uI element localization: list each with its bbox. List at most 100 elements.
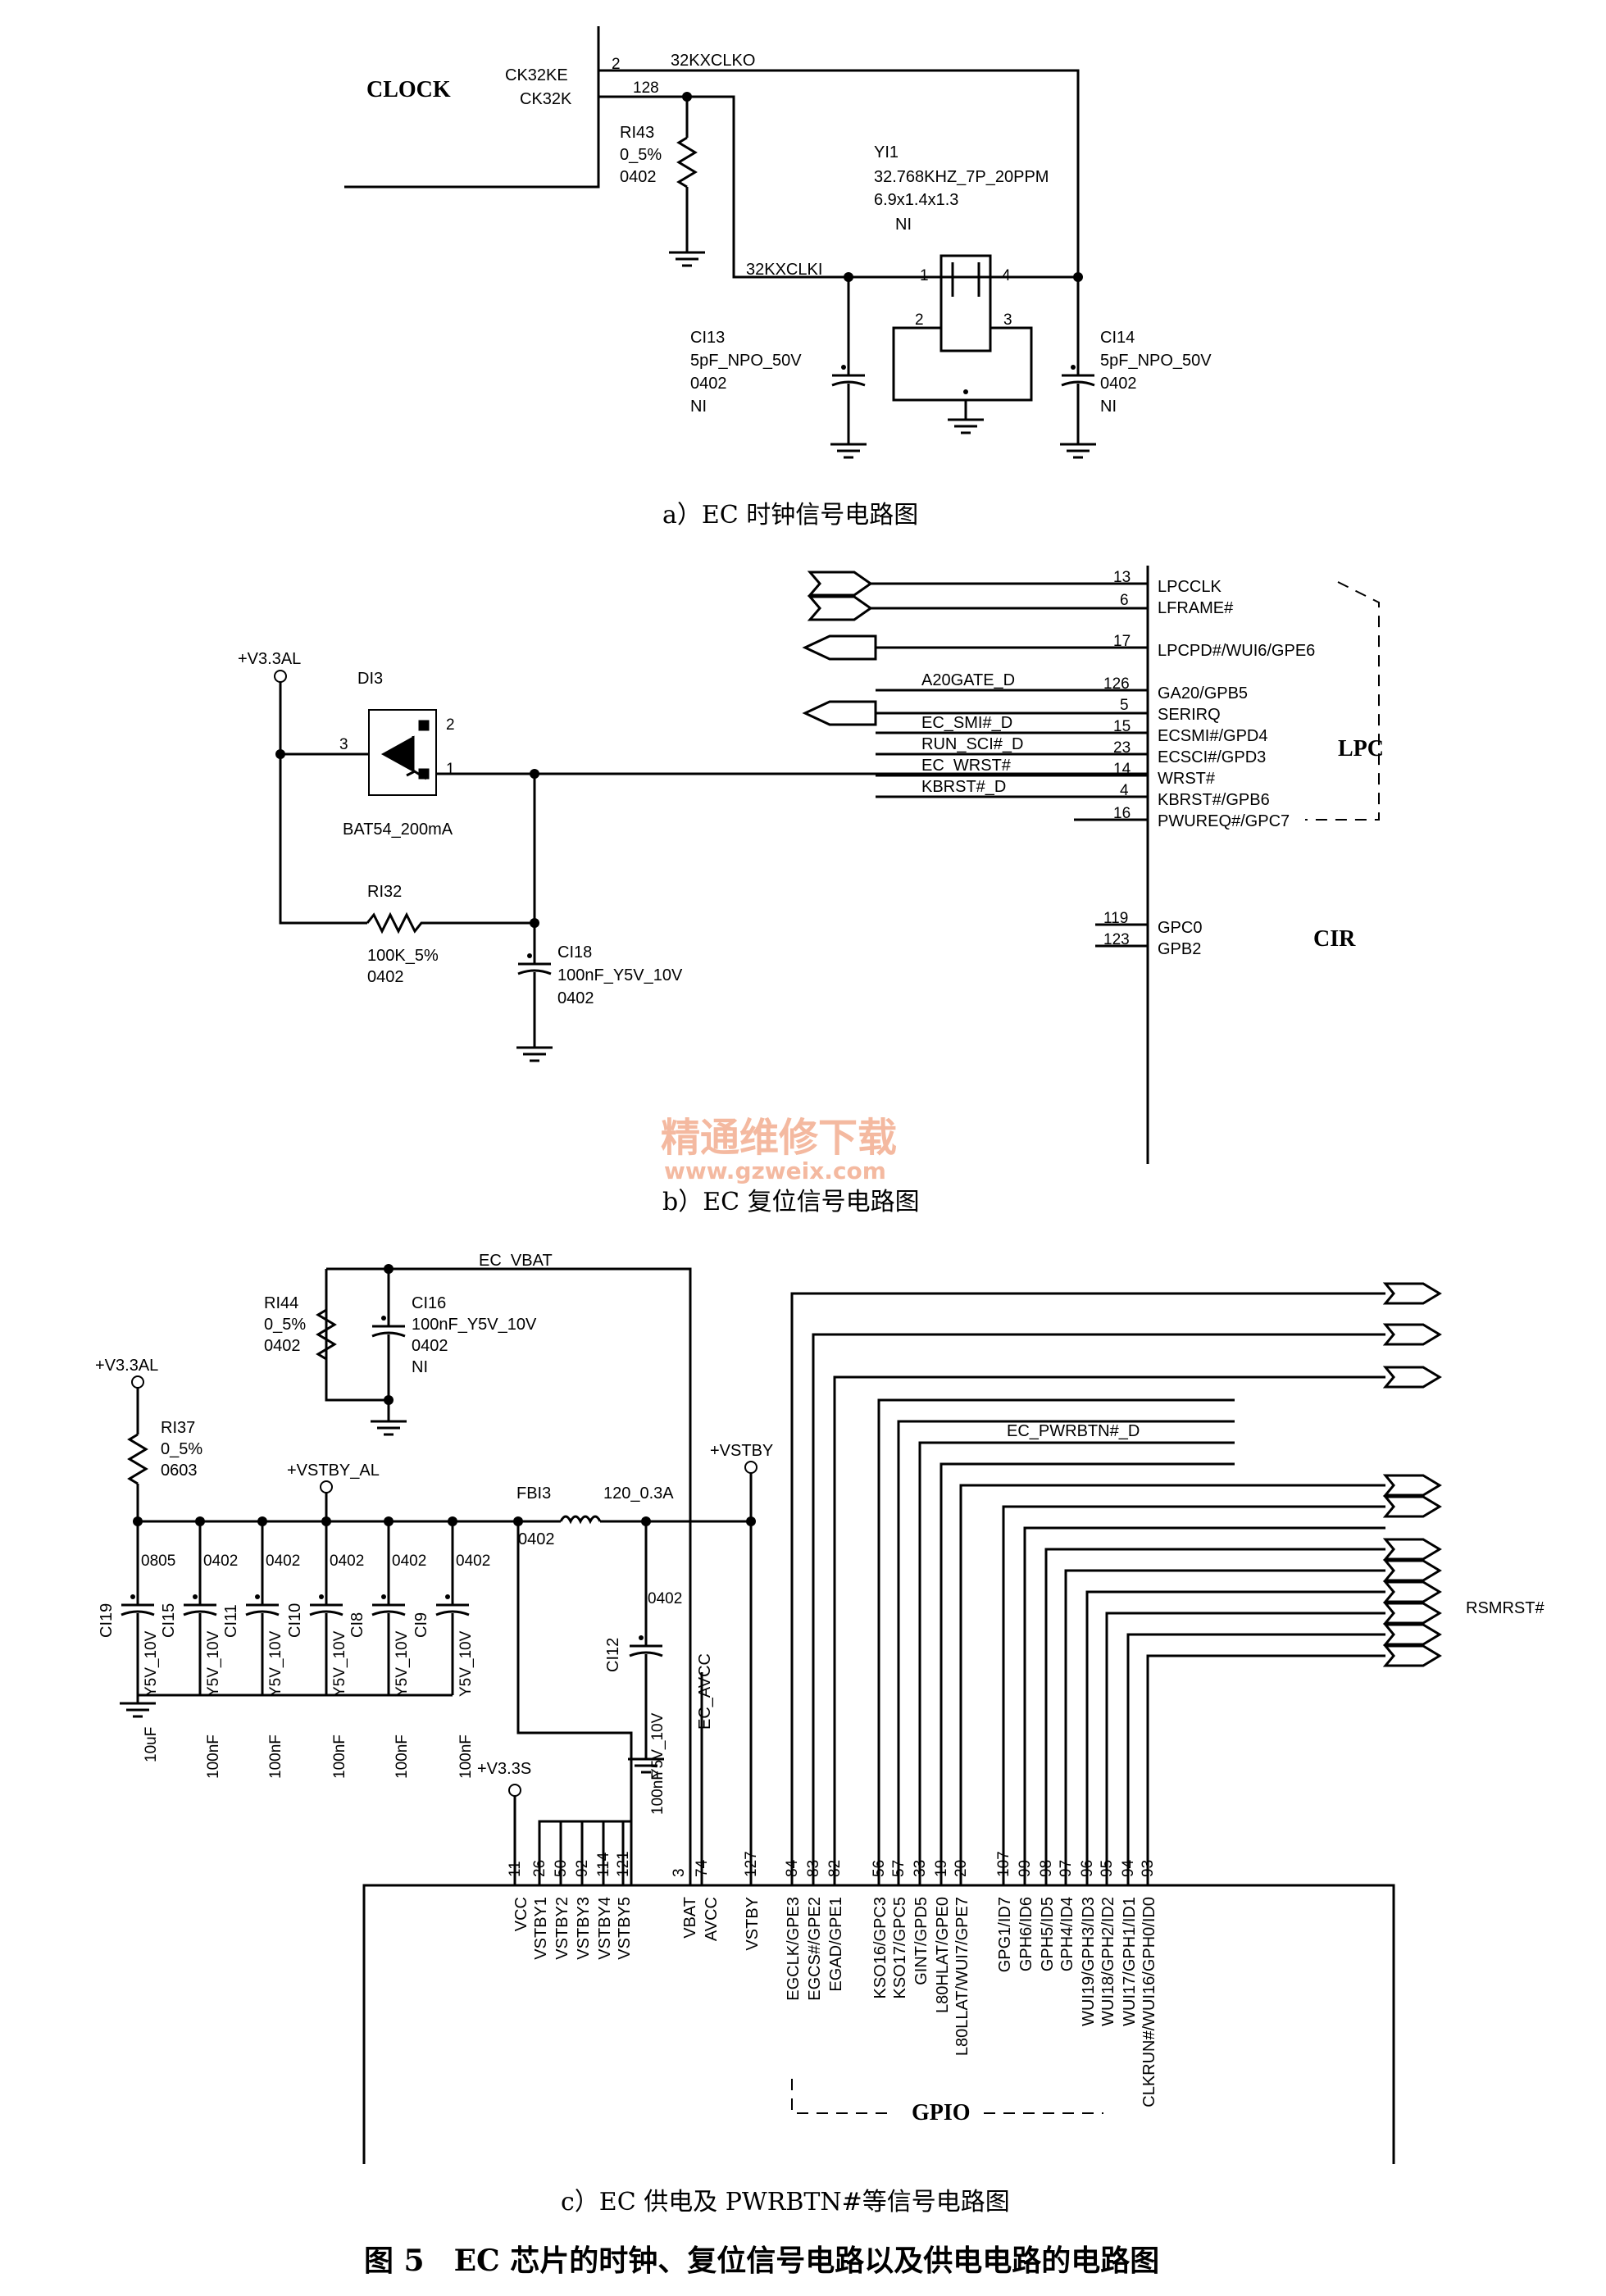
chip-a-outline [344,26,600,189]
ci13-ni: NI [690,398,707,416]
chip-pin-name: KSO17/GPC5 [891,1897,909,1999]
net-ec-smi: EC_SMI#_D [921,714,1012,732]
ri37-ref: RI37 [161,1419,195,1437]
cap-ref: CI9 [412,1612,430,1638]
cap-value: 100nF [457,1735,475,1779]
ci12-rating: Y5V_10V [649,1712,667,1779]
chip-pin-name: L80HLAT/GPE0 [934,1897,952,2013]
ground-ri43 [667,251,707,267]
cap-rating: Y5V_10V [394,1630,411,1697]
ci14-package: 0402 [1100,375,1137,393]
net-32kxclki: 32KXCLKI [746,261,822,279]
resistor-ri37 [128,1433,148,1485]
crystal-pin-2: 2 [915,311,924,329]
diode-di3-package [368,709,437,796]
lpc-pin-name: GA20/GPB5 [1158,684,1248,702]
cap-ref: CI8 [348,1612,366,1638]
ground-ci16 [369,1420,408,1436]
lpc-pin-name: ECSMI#/GPD4 [1158,727,1267,745]
vstby-al-terminal [320,1480,333,1494]
lpc-pin-name: SERIRQ [1158,706,1221,724]
resistor-ri32 [366,912,535,934]
chip-pin-name: VSTBY2 [553,1897,571,1960]
ri43-ref: RI43 [620,124,654,142]
chip-pin-num: 50 [553,1860,570,1877]
ri44-ref: RI44 [264,1294,298,1312]
cap-package: 0805 [141,1553,175,1570]
chip-pin-name: EGCS#/GPE2 [806,1897,824,2001]
cap-rating: Y5V_10V [457,1630,475,1697]
lpc-pin-name: LFRAME# [1158,599,1234,617]
net-32kxclko: 32KXCLKO [671,52,755,70]
chip-pin-name: VSTBY3 [575,1897,593,1960]
ri37-package: 0603 [161,1462,198,1480]
chip-pin-num: 83 [805,1860,822,1877]
ci14-value: 5pF_NPO_50V [1100,352,1212,370]
cap-package: 0402 [203,1553,238,1570]
ci13-ref: CI13 [690,329,725,347]
ec-chip-pin-names: VCC VSTBY1 VSTBY2 VSTBY3 VSTBY4 VSTBY5 V… [512,1897,1158,2107]
di3-ref: DI3 [357,670,383,688]
fbi3-package: 0402 [518,1530,555,1548]
pin-ck32k: CK32K [520,90,572,108]
chip-pin-name: L80LLAT/WUI7/GPE7 [953,1897,971,2056]
chip-pin-name: VSTBY4 [596,1897,614,1960]
section-c-power-circuit: EC_VBAT RI44 0_5% 0402 CI16 100nF_Y5V_10… [95,1252,1545,2216]
lpc-pin-name: WRST# [1158,770,1216,788]
yi1-ref: YI1 [874,143,899,161]
vcc-terminal-c [131,1375,144,1389]
net-ec-avcc: EC_AVCC [696,1653,714,1730]
net-a20gate: A20GATE_D [921,671,1015,689]
clock-label: CLOCK [366,77,451,102]
chip-pin-num: 99 [1017,1860,1034,1877]
cap-package: 0402 [456,1553,490,1570]
lpc-pin-num: 13 [1113,569,1131,586]
v33s-terminal [508,1784,521,1797]
watermark-url: www.gzweix.com [664,1157,886,1184]
lpc-pin-num: 6 [1120,592,1129,609]
chip-pin-name: VBAT [681,1897,699,1939]
lpc-pin-name: KBRST#/GPB6 [1158,791,1270,809]
ci14-ni: NI [1100,398,1117,416]
vcc-terminal-b [274,670,287,683]
chip-pin-num: 26 [531,1860,548,1877]
vcc-label-b: +V3.3AL [238,650,301,668]
crystal-pin-1: 1 [920,267,929,284]
di3-pin-2: 2 [446,716,455,734]
cap-value: 10uF [143,1727,160,1762]
chip-pin-name: VSTBY5 [616,1897,634,1960]
cir-group-label: CIR [1313,926,1356,952]
chip-pin-name: GINT/GPD5 [912,1897,930,1985]
chip-pin-name: EGAD/GPE1 [827,1897,845,1992]
lpc-pin-name: PWUREQ#/GPC7 [1158,812,1290,830]
cir-pin-num: 119 [1103,910,1128,927]
chip-pin-num: 96 [1079,1860,1096,1877]
yi1-ni: NI [895,216,912,234]
chip-pin-num: 20 [953,1860,970,1877]
chip-pin-num: 56 [871,1860,888,1877]
chip-pin-name: CLKRUN#/WUI16/GPH0/ID0 [1140,1897,1158,2107]
pin-num-2: 2 [612,56,621,73]
cap-value: 100nF [331,1735,348,1779]
yi1-value: 32.768KHZ_7P_20PPM [874,168,1049,186]
section-b-reset-circuit: A20GATE_D EC_SMI#_D RUN_SCI#_D EC_WRST# … [238,566,1384,1216]
chip-pin-name: GPH4/ID4 [1058,1897,1076,1971]
fbi3-rating: 120_0.3A [603,1484,674,1503]
ferrite-fbi3 [559,1515,602,1525]
ci16-package: 0402 [412,1337,448,1355]
cir-pin-num: 123 [1103,931,1130,948]
ri43-package: 0402 [620,168,657,186]
lpc-pin-num: 14 [1113,761,1131,778]
lpc-pin-num: 126 [1103,675,1130,693]
chip-pin-name: VCC [512,1897,530,1931]
ci13-value: 5pF_NPO_50V [690,352,802,370]
cap-value: 100nF [205,1735,222,1779]
ri32-ref: RI32 [367,883,402,901]
net-ec-wrst: EC_WRST# [921,757,1012,775]
caption-b: b）EC 复位信号电路图 [662,1188,920,1216]
yi1-size: 6.9x1.4x1.3 [874,191,958,209]
cap-package: 0402 [392,1553,426,1570]
pin-num-128: 128 [633,80,659,97]
ci12-package: 0402 [648,1590,682,1607]
chip-pin-num: 98 [1038,1860,1055,1877]
